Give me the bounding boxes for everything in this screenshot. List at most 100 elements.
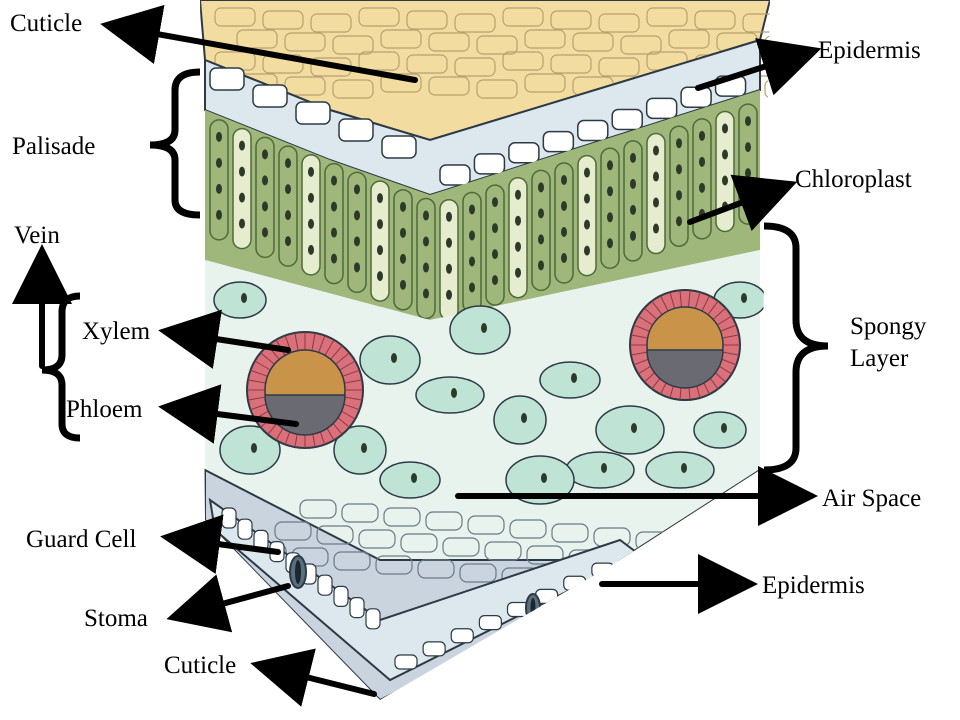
spongy-cell: [565, 451, 635, 489]
vein-ring-cell: [651, 300, 663, 315]
cuticle-cell: [358, 7, 400, 27]
palisade-cell: [301, 154, 321, 276]
chloroplast: [308, 192, 314, 203]
chloroplast: [308, 244, 314, 255]
label-epidermis-top: Epidermis: [818, 37, 921, 64]
chloroplast: [699, 130, 705, 141]
palisade-cell: [347, 171, 367, 294]
epidermis-cell: [439, 164, 471, 186]
chloroplast: [262, 227, 268, 238]
palisade-cell: [554, 162, 574, 284]
lower-epidermis-cell: [484, 541, 522, 561]
cuticle-cell: [598, 57, 640, 77]
label-cuticle-bottom: Cuticle: [164, 652, 237, 679]
chloroplast: [561, 175, 567, 185]
chloroplast: [377, 271, 383, 282]
cuticle-cell: [428, 32, 470, 52]
lower-epidermis-band-cell: [450, 628, 474, 644]
lower-epidermis-cell: [425, 511, 463, 531]
chloroplast: [561, 253, 567, 263]
chloroplast: [653, 145, 659, 156]
chloroplast: [515, 267, 521, 278]
epidermis-cell: [577, 119, 609, 142]
spongy-nucleus: [391, 353, 397, 363]
chloroplast: [239, 192, 245, 203]
label-air-space: Air Space: [822, 485, 922, 512]
vein-ring-cell: [260, 352, 275, 365]
vein-ring-cell: [250, 369, 268, 377]
vein-ring-cell: [707, 300, 719, 315]
epidermis-cell: [645, 97, 678, 120]
chloroplast: [377, 219, 383, 230]
cuticle-cell: [406, 54, 448, 74]
lower-epidermis-cell: [341, 503, 379, 523]
label-phloem: Phloem: [66, 396, 143, 423]
cuticle-cell: [358, 51, 400, 71]
spongy-nucleus: [451, 388, 457, 398]
phloem-arrow: [158, 384, 299, 444]
palisade-cell: [669, 125, 689, 247]
lower-epidermis-cell: [400, 533, 438, 553]
cuticle-cell: [502, 51, 544, 71]
chloroplast: [285, 210, 291, 221]
vein-ring-cell: [701, 295, 710, 312]
chloroplast: [308, 218, 314, 229]
spongy-nucleus: [481, 323, 487, 333]
label-spongy-layer: Spongy Layer: [850, 311, 926, 375]
chloroplast: [699, 156, 705, 167]
chloroplast: [722, 175, 728, 186]
spongy-cell: [213, 281, 267, 319]
chloroplast: [745, 116, 751, 127]
vein-ring-cell: [630, 351, 648, 356]
cuticle-top-arrow: [100, 4, 418, 83]
chloroplast: [354, 262, 360, 273]
lower-epidermis-band-cell: [591, 562, 615, 578]
cuticle-cell: [550, 10, 592, 30]
epidermis-top-arrow: [695, 38, 822, 96]
chloroplast-arrow: [687, 174, 798, 231]
cuticle-cell: [764, 35, 770, 55]
label-vein: Vein: [14, 222, 60, 249]
chloroplast: [331, 253, 337, 264]
vein-ring-cell: [694, 291, 701, 309]
chloroplast: [676, 216, 682, 227]
chloroplast: [607, 212, 613, 223]
lower-epidermis-cell: [467, 515, 505, 535]
lower-epidermis-cell: [459, 563, 497, 583]
chloroplast: [216, 131, 222, 142]
chloroplast: [400, 201, 406, 212]
lower-epidermis-cell: [509, 519, 547, 539]
epidermis-cell: [209, 67, 245, 91]
chloroplast: [331, 175, 337, 186]
chloroplast: [538, 260, 544, 271]
lower-epidermis-cell: [375, 555, 413, 575]
epidermis-cell: [338, 118, 374, 142]
epidermis-cell: [508, 142, 540, 164]
vein-ring-cell: [633, 324, 650, 332]
palisade-cell: [715, 110, 735, 233]
palisade-cell: [623, 140, 643, 262]
vein-ring-cell: [660, 295, 669, 312]
vein-ring-cell: [717, 315, 733, 326]
vein-ring-cell: [722, 334, 740, 339]
chloroplast: [239, 140, 245, 151]
chloroplast: [469, 282, 475, 293]
chloroplast: [561, 201, 567, 211]
chloroplast: [653, 223, 659, 234]
chloroplast: [676, 164, 682, 175]
vein-ring-cell: [311, 332, 316, 351]
chloroplast: [239, 218, 245, 229]
cuticle-cell: [284, 32, 326, 52]
chloroplast: [515, 189, 521, 200]
vein-ring-cell: [342, 369, 360, 377]
chloroplast: [653, 171, 659, 182]
vein-ring-cell: [318, 335, 326, 353]
cuticle-cell: [550, 54, 592, 74]
vein-ring-cell: [342, 403, 360, 411]
label-xylem: Xylem: [82, 318, 151, 345]
chloroplast: [423, 288, 429, 299]
vein-ring-cell: [250, 403, 268, 411]
cuticle-cell: [310, 13, 352, 33]
spongy-brace: [763, 222, 829, 474]
